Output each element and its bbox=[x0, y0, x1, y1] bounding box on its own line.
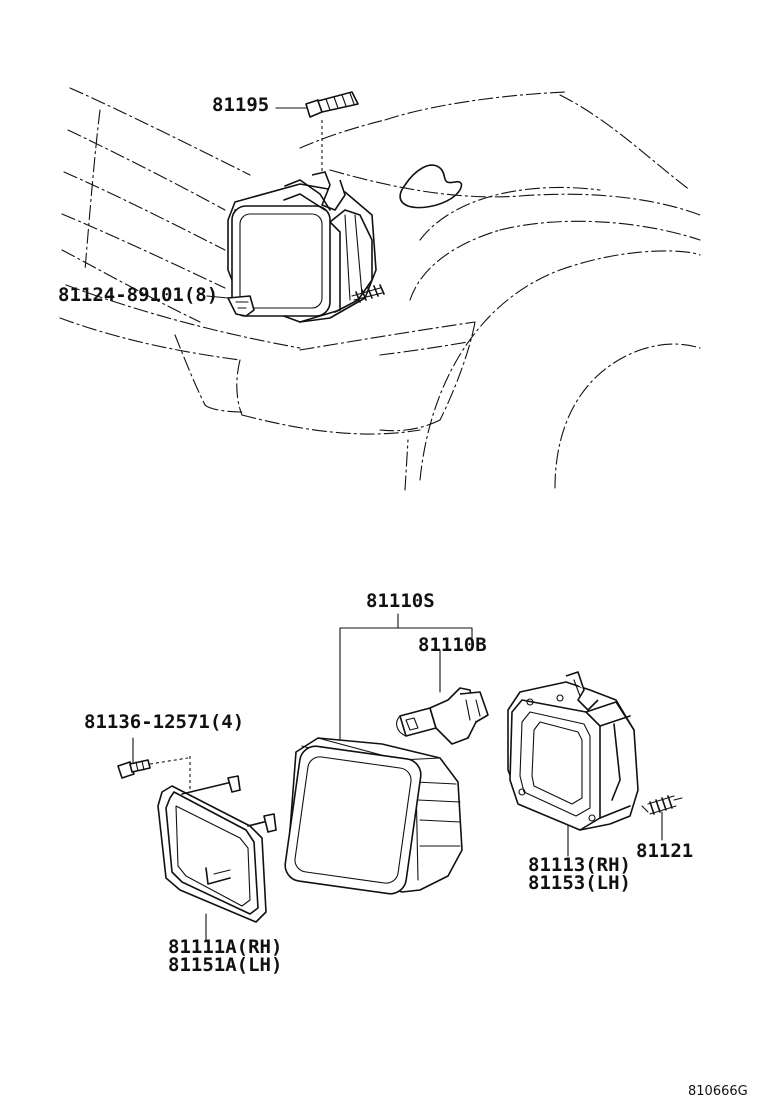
housing-drawing bbox=[507, 671, 639, 831]
spring-81121-drawing bbox=[641, 795, 683, 841]
retaining-ring-drawing bbox=[157, 756, 277, 923]
label-81195: 81195 bbox=[212, 94, 270, 116]
label-81110S: 81110S bbox=[366, 590, 435, 612]
label-81113-RH: 81113(RH) bbox=[528, 854, 631, 876]
installed-headlamp bbox=[227, 120, 377, 323]
screw-81195-drawing bbox=[305, 91, 359, 118]
label-81151A-LH: 81151A(LH) bbox=[168, 954, 283, 976]
label-81111A-RH: 81111A(RH) bbox=[168, 936, 283, 958]
label-81124-89101: 81124-89101(8) bbox=[58, 284, 219, 306]
sealed-headlamp-drawing bbox=[284, 737, 463, 895]
label-81110B: 81110B bbox=[418, 634, 487, 656]
label-81153-LH: 81153(LH) bbox=[528, 872, 631, 894]
leader-81110S bbox=[339, 627, 473, 743]
vehicle-body-outline bbox=[59, 87, 701, 491]
bulb-drawing bbox=[396, 687, 489, 745]
label-81121: 81121 bbox=[636, 840, 694, 862]
screw-81136-drawing bbox=[117, 737, 189, 779]
clip-81124-drawing bbox=[227, 295, 255, 317]
diagram-code: 810666G bbox=[688, 1084, 748, 1099]
installed-spring bbox=[351, 284, 385, 303]
label-81136-12571: 81136-12571(4) bbox=[84, 711, 245, 733]
leader-81124 bbox=[206, 295, 229, 299]
